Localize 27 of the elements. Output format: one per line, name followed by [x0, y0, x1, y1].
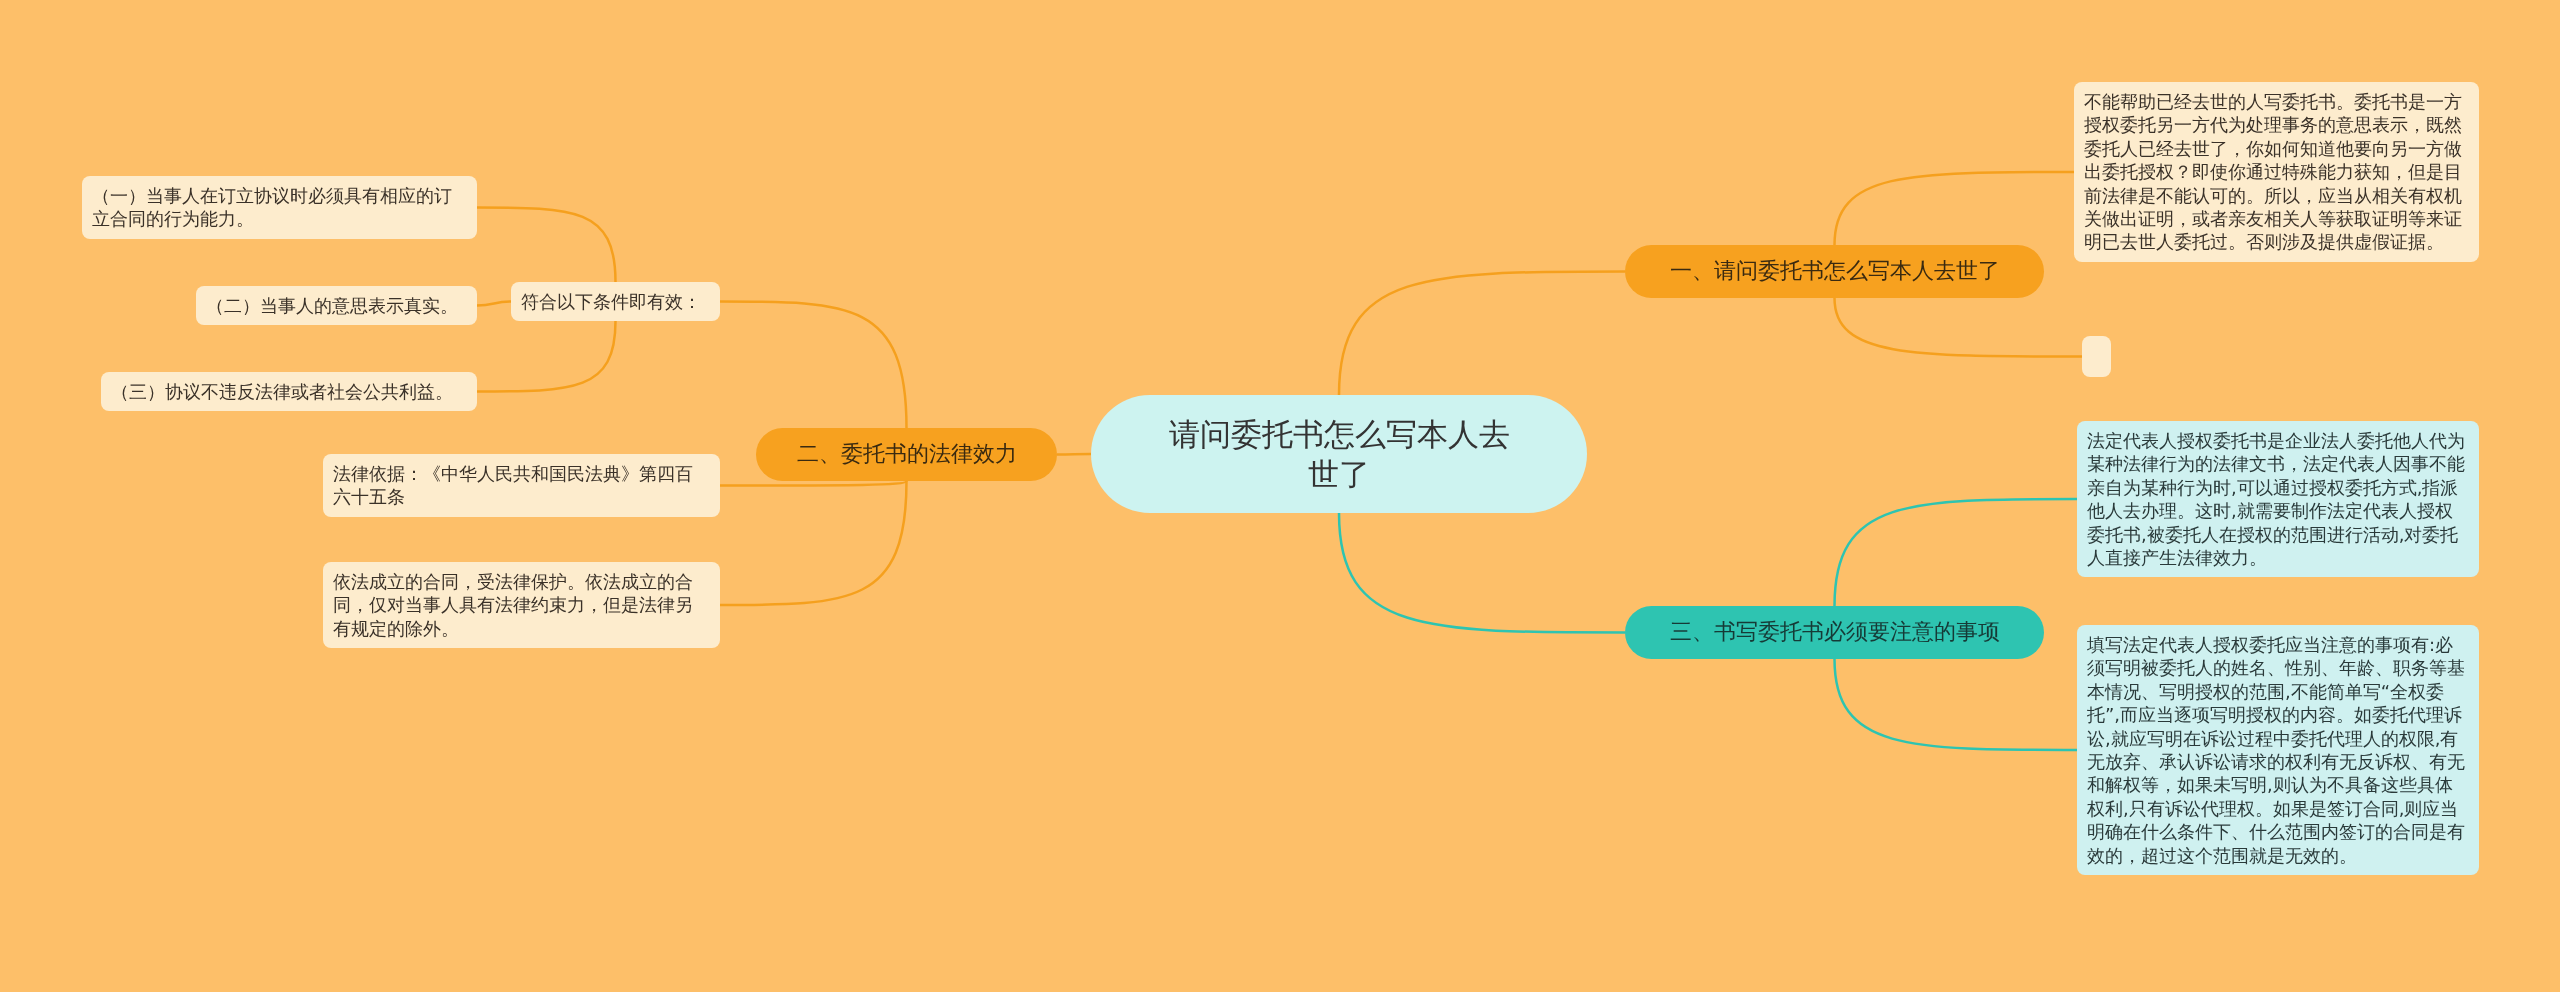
connector-line [1833, 497, 2077, 607]
note-card: （一）当事人在订立协议时必须具有相应的订立合同的行为能力。 [82, 176, 477, 239]
connector-line [720, 300, 908, 429]
connector-line [1057, 452, 1091, 456]
empty-card [2082, 336, 2111, 377]
note-card: 不能帮助已经去世的人写委托书。委托书是一方授权委托另一方代为处理事务的意思表示，既然委托人已经去世了，你如何知道他要向另一方做出委托授权？即使你通过特殊能力获知，但是目前法律是不能认可的。所以，应当从相关有权机关做出证明，或者亲友相关人等获取证明等来证明已去世人委托过。否则涉及提供虚假证据。 [2074, 82, 2479, 262]
note-card: 填写法定代表人授权委托应当注意的事项有:必须写明被委托人的姓名、性别、年龄、职务等基本情况、写明授权的范围,不能简单写“全权委托”,而应当逐项写明授权的内容。如委托代理诉讼,就应写明在诉讼过程中委托代理人的权限,有无放弃、承认诉讼请求的权利有无反诉权、有无和解权等，如果未写明,则认为不具备这些具体权利,只有诉讼代理权。如果是签订合同,则应当明确在什么条件下、什么范围内签订的合同是有效的，超过这个范围就是无效的。 [2077, 625, 2479, 875]
note-card: （三）协议不违反法律或者社会公共利益。 [101, 372, 477, 412]
note-card: 法律依据：《中华人民共和国民法典》第四百六十五条 [323, 454, 720, 517]
connector-line [1833, 170, 2074, 246]
note-card: 符合以下条件即有效： [511, 282, 720, 322]
note-card: （二）当事人的意思表示真实。 [196, 286, 477, 326]
connector-line [1833, 658, 2077, 752]
branch-topic: 三、书写委托书必须要注意的事项 [1625, 606, 2044, 659]
branch-topic: 一、请问委托书怎么写本人去世了 [1625, 245, 2044, 298]
connector-line [1337, 270, 1625, 396]
note-card: 法定代表人授权委托书是企业法人委托他人代为某种法律行为的法律文书，法定代表人因事不能亲自为某种行为时,可以通过授权委托方式,指派他人去办理。这时,就需要制作法定代表人授权委托书,被委托人在授权的范围进行活动,对委托人直接产生法律效力。 [2077, 421, 2479, 578]
branch-topic: 二、委托书的法律效力 [756, 428, 1057, 481]
connector-line [477, 206, 617, 283]
connector-line [477, 320, 617, 393]
connector-line [720, 480, 908, 607]
connector-line [476, 300, 512, 307]
connector-line [720, 479, 908, 487]
note-card: 依法成立的合同，受法律保护。依法成立的合同，仅对当事人具有法律约束力，但是法律另有规定的除外。 [323, 562, 720, 649]
connector-line [1337, 512, 1625, 634]
central-topic: 请问委托书怎么写本人去世了 [1091, 395, 1587, 513]
connector-line [1833, 297, 2082, 358]
